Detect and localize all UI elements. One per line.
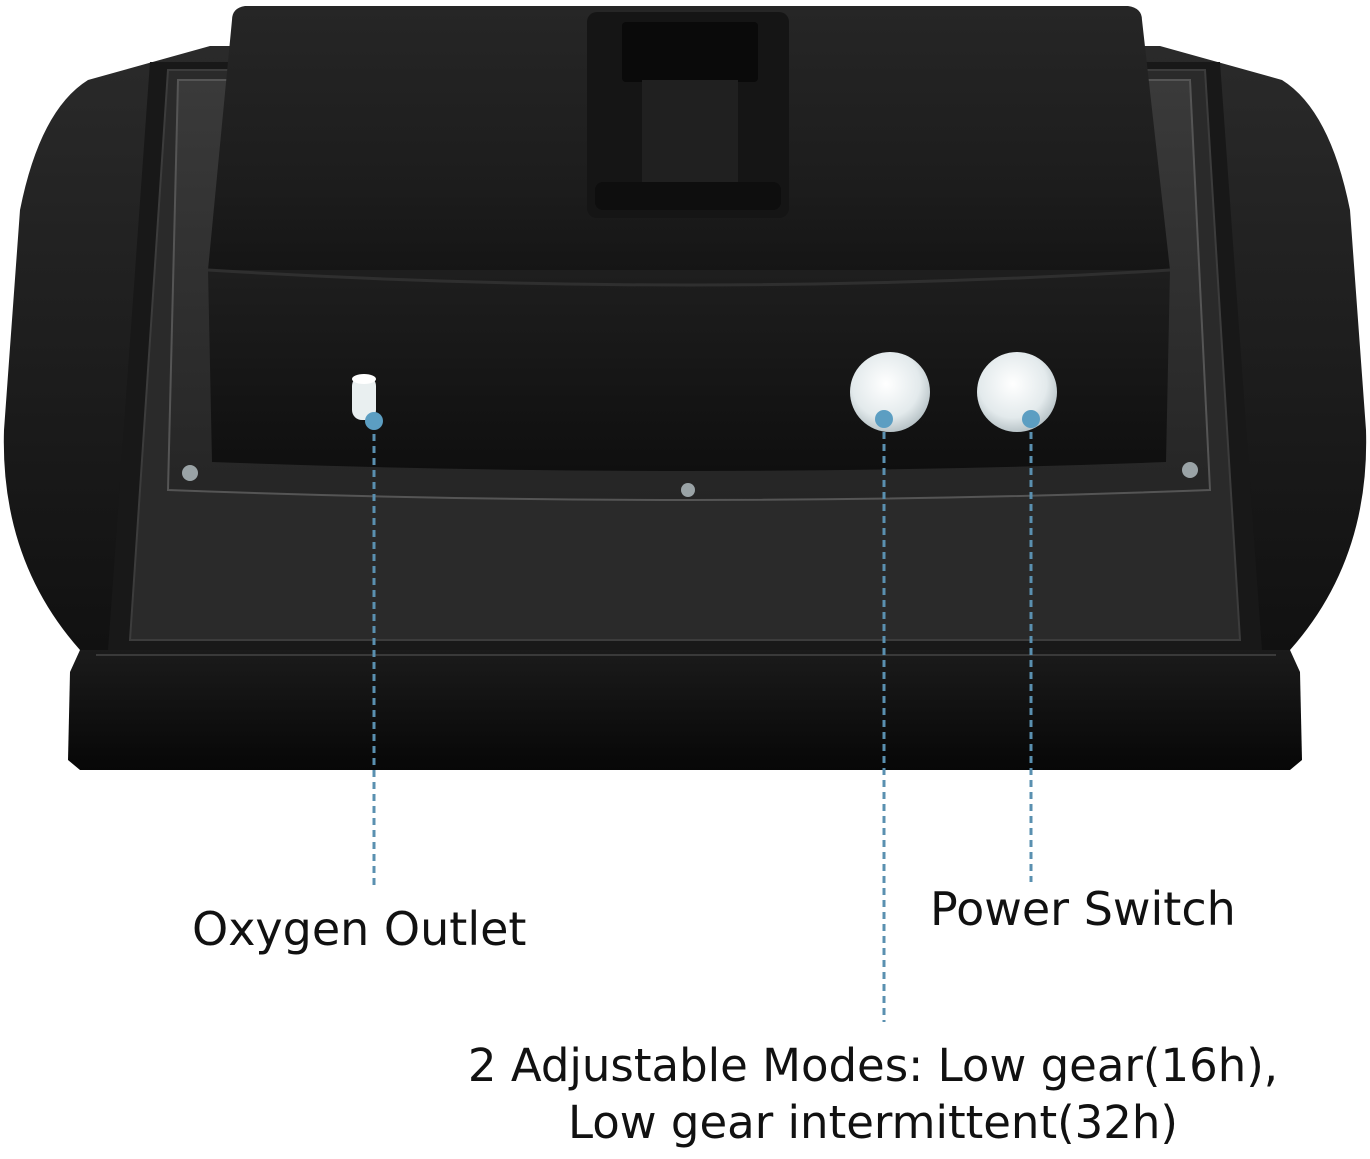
adjustable-modes-label: 2 Adjustable Modes: Low gear(16h), Low g…	[460, 1037, 1286, 1151]
power-switch-label: Power Switch	[930, 882, 1236, 936]
screw-icon	[681, 483, 695, 497]
callout-oxygen	[365, 412, 383, 888]
callout-modes	[875, 410, 893, 1022]
modes-line-2: Low gear intermittent(32h)	[568, 1096, 1178, 1149]
callout-dot	[365, 412, 383, 430]
power-button-icon	[977, 352, 1057, 432]
callout-power	[1022, 410, 1040, 882]
oxygen-outlet-nozzle-icon	[352, 374, 376, 420]
screw-icon	[1182, 462, 1198, 478]
modes-line-1: 2 Adjustable Modes: Low gear(16h),	[467, 1039, 1279, 1092]
handle	[587, 12, 789, 218]
device-body	[207, 6, 1171, 471]
callout-dot	[875, 410, 893, 428]
callout-dot	[1022, 410, 1040, 428]
oxygen-outlet-label: Oxygen Outlet	[192, 902, 527, 956]
screw-icon	[182, 465, 198, 481]
mode-button-icon	[850, 352, 930, 432]
